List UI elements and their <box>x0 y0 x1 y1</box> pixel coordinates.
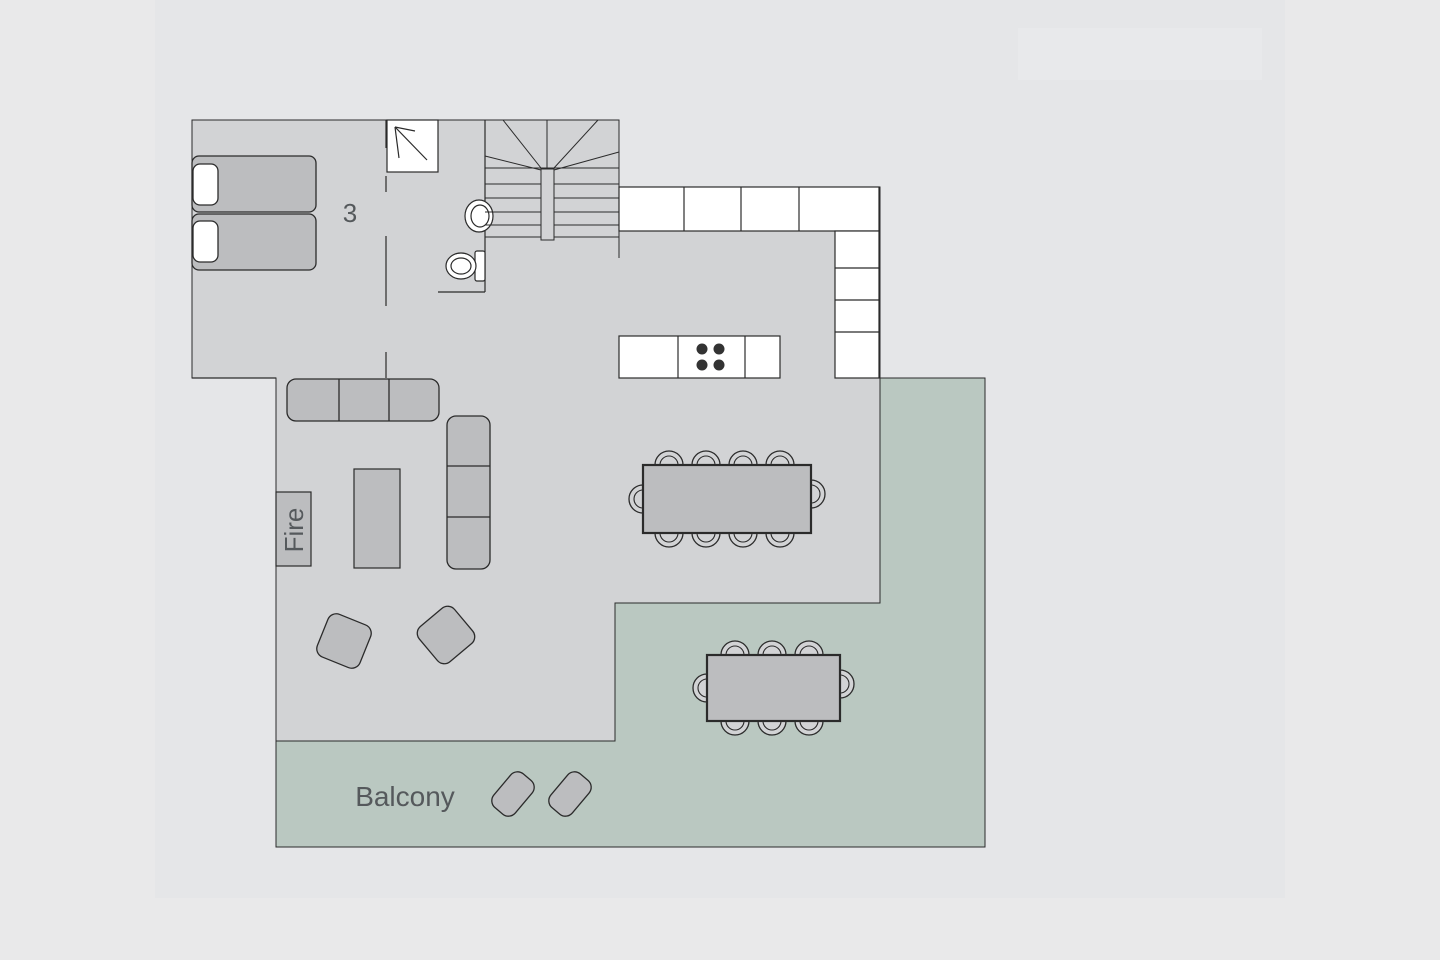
armchair <box>316 613 372 669</box>
balcony-label: Balcony <box>355 781 455 812</box>
pillow <box>192 163 219 206</box>
door-swing-icon <box>386 119 439 173</box>
balcony-table <box>705 653 842 723</box>
cooktop-icon <box>696 343 725 371</box>
fireplace <box>275 491 312 567</box>
coffee-table <box>353 468 401 569</box>
fireplace-label: Fire <box>279 508 309 553</box>
stairs-icon <box>484 119 620 258</box>
pillow <box>192 220 219 263</box>
faint-title-block <box>1018 28 1262 80</box>
kitchen-counter <box>618 186 880 379</box>
dining-table <box>641 463 813 535</box>
lounger <box>491 771 535 817</box>
bedroom-number: 3 <box>343 198 357 228</box>
lounger <box>548 771 592 817</box>
toilet-icon <box>464 199 494 233</box>
kitchen-island <box>618 335 781 379</box>
dining-set-indoor <box>628 450 826 548</box>
sofa-horizontal <box>286 378 440 422</box>
sink-icon <box>445 250 486 282</box>
bed <box>191 213 317 271</box>
armchair <box>416 605 476 665</box>
bed <box>191 155 317 213</box>
sofa-vertical <box>446 415 491 570</box>
twin-beds <box>191 155 317 271</box>
dining-set-balcony <box>692 640 855 736</box>
